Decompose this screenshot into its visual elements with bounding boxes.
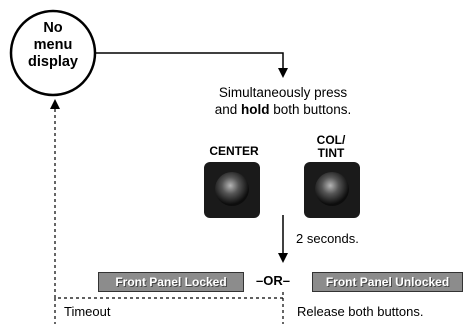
state-line-3: display [28, 54, 78, 70]
state-line-2: menu [33, 37, 73, 53]
instruction-line-2: and hold both buttons. [214, 102, 352, 117]
or-separator: –OR– [256, 273, 290, 288]
press-instruction: Simultaneously press and hold both butto… [173, 84, 393, 118]
center-button-label: CENTER [209, 144, 259, 158]
timeout-return-line [50, 99, 284, 299]
hold-duration-label: 2 seconds. [296, 231, 359, 246]
state-line-1: No [43, 20, 63, 36]
release-instruction: Release both buttons. [297, 304, 424, 319]
front-panel-locked-panel: Front Panel Locked [98, 272, 244, 292]
flow-arrow-to-press [95, 52, 288, 78]
instruction-line-1: Simultaneously press [218, 85, 348, 100]
col-tint-button-label: COL/ TINT [316, 133, 346, 160]
front-panel-unlocked-panel: Front Panel Unlocked [312, 272, 463, 292]
timeout-label: Timeout [64, 304, 111, 319]
no-menu-display-label: No menu display [13, 20, 93, 71]
